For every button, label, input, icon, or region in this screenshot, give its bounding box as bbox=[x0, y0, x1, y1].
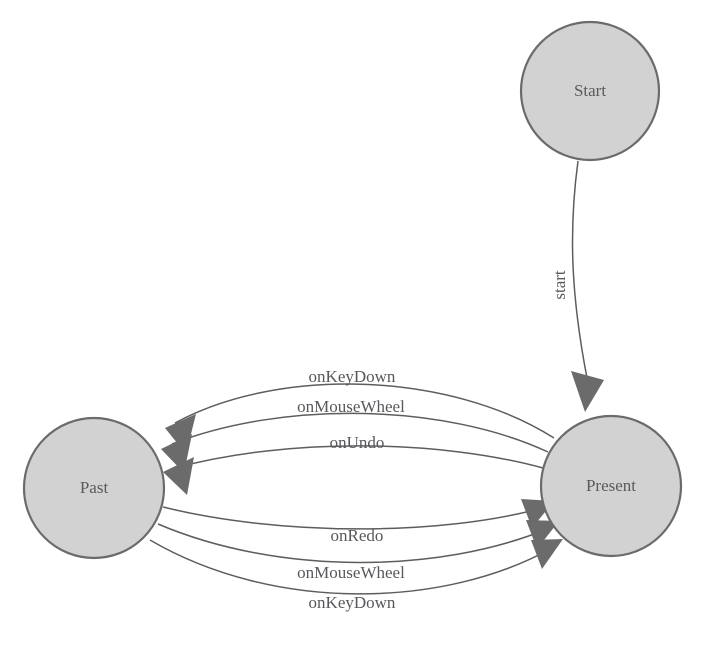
arrowhead-start-present bbox=[571, 371, 604, 412]
node-start-circle bbox=[519, 20, 661, 162]
node-present-label: Present bbox=[586, 476, 636, 495]
node-start-label: Start bbox=[574, 81, 606, 100]
arrowhead-present-past-3 bbox=[163, 457, 194, 495]
node-past[interactable]: Past bbox=[22, 416, 166, 560]
edge-label-past-present-1: onRedo bbox=[331, 526, 384, 545]
edge-label-past-present-2: onMouseWheel bbox=[297, 563, 405, 582]
edge-path-past-present-2 bbox=[157, 523, 548, 564]
node-past-circle bbox=[22, 416, 166, 560]
edge-label-past-present-3: onKeyDown bbox=[309, 593, 396, 612]
edge-past-to-present-3[interactable] bbox=[149, 539, 563, 595]
edge-present-to-past-3[interactable] bbox=[163, 445, 544, 495]
edge-label-present-past-3: onUndo bbox=[330, 433, 385, 452]
edge-path-past-present-1 bbox=[162, 506, 543, 530]
edge-label-start: start bbox=[550, 270, 569, 300]
edge-label-present-past-1: onKeyDown bbox=[309, 367, 396, 386]
edge-path-present-past-2 bbox=[171, 412, 549, 453]
node-start[interactable]: Start bbox=[519, 20, 661, 162]
edge-start-to-present[interactable] bbox=[571, 160, 604, 412]
edge-path-start-present bbox=[571, 160, 588, 379]
node-past-label: Past bbox=[80, 478, 109, 497]
edge-past-to-present-1[interactable] bbox=[162, 499, 554, 530]
arrowhead-past-present-3 bbox=[531, 539, 563, 569]
node-present-circle bbox=[539, 414, 683, 558]
edge-path-past-present-3 bbox=[149, 539, 553, 595]
edge-path-present-past-3 bbox=[174, 445, 544, 469]
edge-label-present-past-2: onMouseWheel bbox=[297, 397, 405, 416]
node-present[interactable]: Present bbox=[539, 414, 683, 558]
edge-path-present-past-1 bbox=[174, 383, 555, 439]
